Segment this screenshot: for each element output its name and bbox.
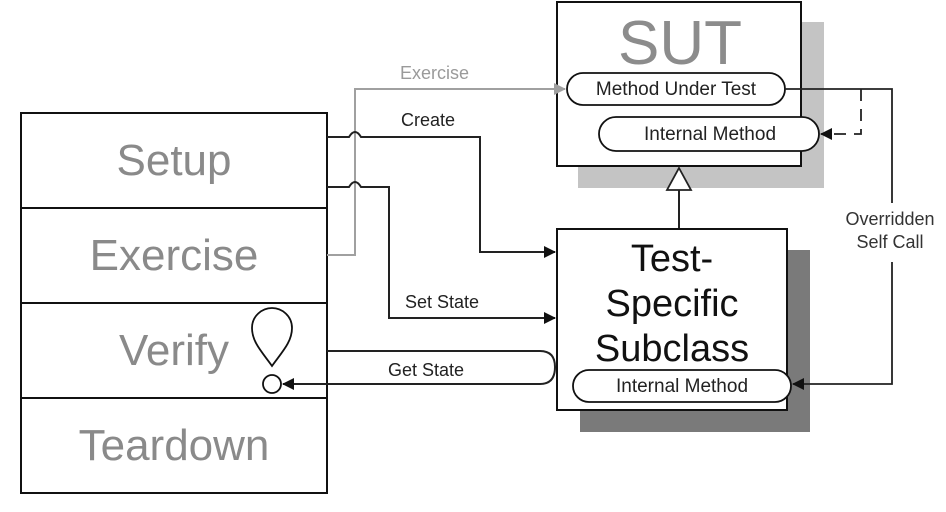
phase-setup-label: Setup bbox=[117, 136, 232, 185]
exercise-arrow-label: Exercise bbox=[400, 63, 469, 83]
method-under-test[interactable]: Method Under Test bbox=[566, 72, 786, 106]
overridden-self-call-arrow: Overridden Self Call bbox=[785, 88, 935, 390]
subclass-title-line-1: Test- bbox=[631, 238, 713, 280]
method-under-test-label: Method Under Test bbox=[596, 79, 757, 100]
phase-setup[interactable]: Setup bbox=[117, 136, 232, 185]
sut-internal-method-label: Internal Method bbox=[644, 124, 776, 145]
test-phases: Setup Exercise Verify Teardown bbox=[20, 112, 328, 494]
phase-exercise[interactable]: Exercise bbox=[90, 231, 259, 280]
original-self-call-arrow bbox=[820, 89, 862, 140]
get-state-arrow: Get State bbox=[282, 350, 557, 390]
phase-exercise-label: Exercise bbox=[90, 231, 259, 280]
set-state-arrow-label: Set State bbox=[405, 292, 479, 312]
exclamation-icon bbox=[251, 307, 293, 394]
subclass-internal-method[interactable]: Internal Method bbox=[572, 369, 792, 403]
phase-verify-label: Verify bbox=[119, 326, 229, 375]
phase-teardown[interactable]: Teardown bbox=[79, 421, 270, 470]
subclass-title-line-3: Subclass bbox=[595, 328, 749, 370]
overridden-self-call-label-line-1: Overridden bbox=[845, 209, 934, 229]
create-arrow-label: Create bbox=[401, 110, 455, 130]
exercise-arrow: Exercise bbox=[327, 63, 566, 256]
set-state-arrow: Set State bbox=[327, 181, 556, 324]
sut-internal-method[interactable]: Internal Method bbox=[598, 116, 820, 152]
create-arrow: Create bbox=[327, 110, 556, 258]
get-state-arrow-label: Get State bbox=[388, 360, 464, 380]
inheritance-arrow bbox=[665, 166, 693, 229]
subclass-title-line-2: Specific bbox=[605, 283, 738, 325]
phase-verify[interactable]: Verify bbox=[119, 326, 229, 375]
overridden-self-call-label-line-2: Self Call bbox=[856, 232, 923, 252]
sut-title: SUT bbox=[618, 9, 742, 78]
subclass-internal-method-label: Internal Method bbox=[616, 376, 748, 397]
phase-teardown-label: Teardown bbox=[79, 421, 270, 470]
